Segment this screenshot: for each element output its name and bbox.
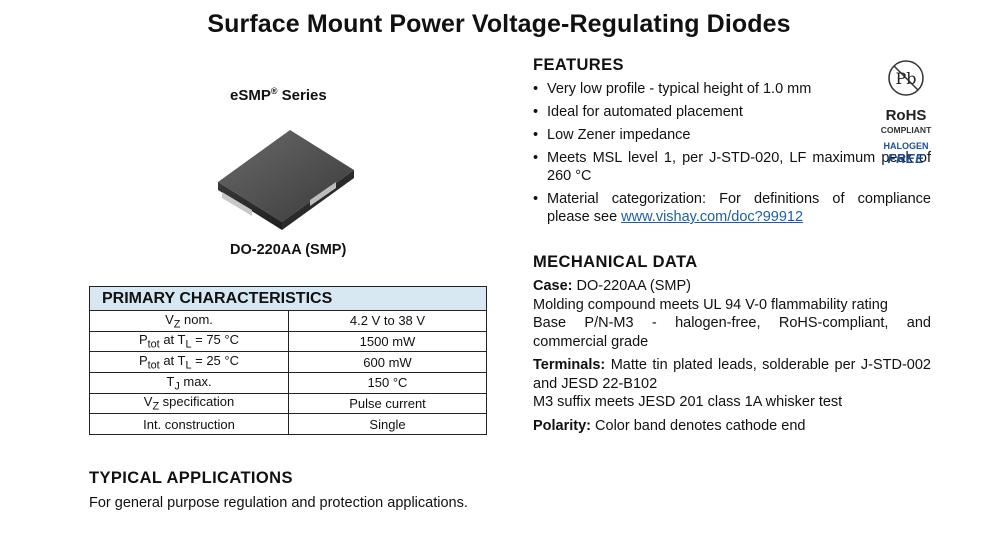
list-item: •Ideal for automated placement	[533, 104, 743, 120]
list-item: •Low Zener impedance	[533, 127, 691, 143]
series-label: eSMP® Series	[230, 86, 327, 104]
table-header: PRIMARY CHARACTERISTICS	[89, 286, 487, 311]
mechanical-data: Case: DO-220AA (SMP) Molding compound me…	[533, 278, 931, 434]
table-row: TJ max. 150 °C	[89, 372, 487, 394]
list-item: •Very low profile - typical height of 1.…	[533, 81, 812, 97]
list-item: •Material categorization: For definition…	[533, 191, 931, 225]
free-label: FREE	[887, 151, 925, 166]
bullet-icon: •	[533, 81, 539, 97]
halogen-label: HALOGEN	[883, 141, 929, 151]
pb-text: Pb	[895, 69, 916, 88]
features-list: •Very low profile - typical height of 1.…	[533, 80, 931, 231]
bullet-icon: •	[533, 104, 539, 120]
table-row: VZ nom. 4.2 V to 38 V	[89, 310, 487, 332]
page-title: Surface Mount Power Voltage-Regulating D…	[207, 10, 791, 38]
typical-applications-heading: TYPICAL APPLICATIONS	[89, 469, 293, 487]
compliant-label: COMPLIANT	[880, 125, 932, 135]
table-row: Int. construction Single	[89, 413, 487, 436]
features-heading: FEATURES	[533, 56, 624, 74]
table-row: Ptot at TL = 75 °C 1500 mW	[89, 330, 487, 353]
mechanical-data-heading: MECHANICAL DATA	[533, 253, 698, 271]
pb-free-icon: Pb	[888, 60, 924, 96]
bullet-icon: •	[533, 127, 539, 143]
bullet-icon: •	[533, 191, 539, 207]
compliance-link[interactable]: www.vishay.com/doc?99912	[621, 209, 804, 225]
primary-characteristics-table: PRIMARY CHARACTERISTICS VZ nom. 4.2 V to…	[89, 286, 487, 436]
table-row: VZ specification Pulse current	[89, 392, 487, 415]
compliance-logos: Pb RoHS COMPLIANT HALOGEN FREE	[876, 58, 936, 166]
list-item: •Meets MSL level 1, per J-STD-020, LF ma…	[533, 150, 931, 184]
package-label: DO-220AA (SMP)	[230, 242, 347, 258]
typical-applications-text: For general purpose regulation and prote…	[89, 495, 468, 511]
rohs-label: RoHS	[885, 107, 927, 124]
table-row: Ptot at TL = 25 °C 600 mW	[89, 351, 487, 374]
package-image	[218, 130, 354, 230]
bullet-icon: •	[533, 150, 539, 166]
